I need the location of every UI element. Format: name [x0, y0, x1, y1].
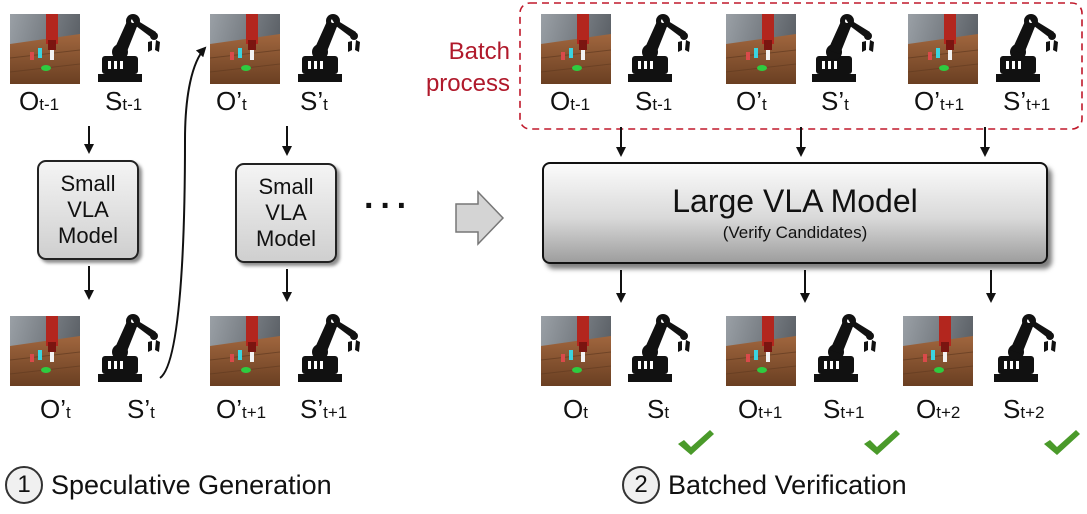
step-number-badge: 2	[622, 466, 660, 504]
observation-thumbnail	[10, 316, 80, 386]
state-label: S’t	[300, 86, 328, 116]
state-label: St	[647, 394, 670, 424]
feedback-curved-arrow	[159, 46, 207, 379]
obs-label: Ot-1	[19, 86, 60, 116]
robot-arm-icon	[994, 12, 1060, 84]
obs-label: Ot+2	[916, 394, 961, 424]
robot-arm-icon	[296, 12, 362, 84]
observation-thumbnail	[210, 14, 280, 84]
robot-arm-icon	[626, 312, 692, 384]
check-icon	[676, 428, 716, 456]
observation-thumbnail	[908, 14, 978, 84]
batch-process-label: Batch process	[425, 38, 510, 97]
observation-thumbnail	[541, 316, 611, 386]
large-vla-model-box: Large VLA Model (Verify Candidates)	[542, 162, 1048, 264]
large-model-subtitle: (Verify Candidates)	[722, 223, 868, 242]
right-block-arrow-icon	[455, 190, 505, 246]
obs-label: Ot	[563, 394, 588, 424]
state-label: St+1	[823, 394, 865, 424]
observation-thumbnail	[10, 14, 80, 84]
robot-arm-icon	[96, 312, 162, 384]
observation-thumbnail	[210, 316, 280, 386]
check-icon	[862, 428, 902, 456]
step-label: Speculative Generation	[51, 469, 332, 500]
obs-label: Ot-1	[550, 86, 591, 116]
obs-label: O’t	[736, 86, 767, 116]
obs-label: Ot+1	[738, 394, 783, 424]
state-label: St-1	[635, 86, 673, 116]
observation-thumbnail	[541, 14, 611, 84]
obs-label: O’t	[40, 394, 71, 424]
state-label: S’t+1	[300, 394, 348, 424]
state-label: St+2	[1003, 394, 1045, 424]
small-vla-model-box: Small VLA Model	[235, 163, 337, 263]
step-2-caption: 2 Batched Verification	[622, 466, 907, 504]
obs-label: O’t	[216, 86, 247, 116]
state-label: S’t	[821, 86, 849, 116]
check-icon	[1042, 428, 1082, 456]
robot-arm-icon	[992, 312, 1058, 384]
step-number-badge: 1	[5, 466, 43, 504]
step-1-caption: 1 Speculative Generation	[5, 466, 332, 504]
robot-arm-icon	[626, 12, 692, 84]
obs-label: O’t+1	[914, 86, 965, 116]
robot-arm-icon	[812, 312, 878, 384]
robot-arm-icon	[96, 12, 162, 84]
small-vla-model-box: Small VLA Model	[37, 160, 139, 260]
obs-label: O’t+1	[216, 394, 267, 424]
state-label: S’t+1	[1003, 86, 1051, 116]
large-model-title: Large VLA Model	[672, 183, 918, 219]
state-label: St-1	[105, 86, 143, 116]
robot-arm-icon	[810, 12, 876, 84]
robot-arm-icon	[296, 312, 362, 384]
observation-thumbnail	[903, 316, 973, 386]
state-label: S’t	[127, 394, 155, 424]
step-label: Batched Verification	[668, 469, 907, 500]
observation-thumbnail	[726, 316, 796, 386]
observation-thumbnail	[726, 14, 796, 84]
ellipsis: ···	[364, 187, 413, 225]
